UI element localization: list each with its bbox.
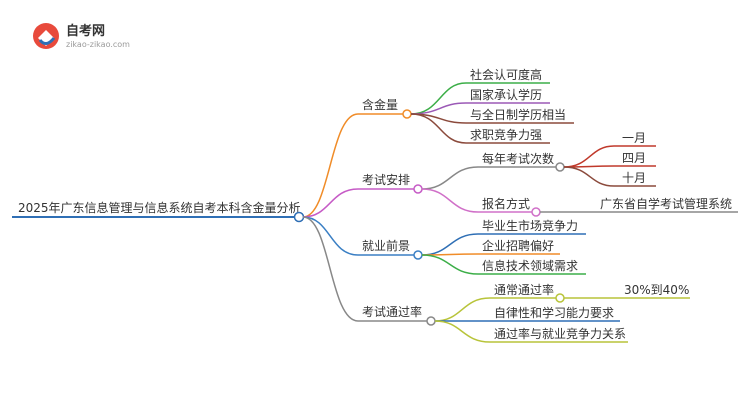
- branch-1: 考试安排 每年考试次数 报名方式 一月 四月 十月 广东省自学考试管理系统: [362, 131, 738, 217]
- branch-1-child-0-grandchild-0: 一月: [622, 131, 646, 145]
- connector-b0-c1: [410, 102, 550, 115]
- root-node-dot[interactable]: [293, 211, 305, 223]
- connector-root-branch-1: [302, 188, 414, 218]
- branch-3-child-0: 通常通过率: [494, 282, 554, 297]
- root-topic: 2025年广东信息管理与信息系统自考本科含金量分析: [18, 200, 301, 215]
- branch-1-child-0: 每年考试次数: [482, 151, 554, 166]
- branch-1-child-0-grandchild-1: 四月: [622, 151, 646, 165]
- connector-b0-c3: [410, 113, 550, 144]
- logo-icon: [33, 23, 59, 49]
- branch-1-child-1-dot[interactable]: [531, 207, 541, 217]
- connector-root-branch-0: [302, 113, 404, 218]
- branch-2-child-2: 信息技术领域需求: [482, 258, 578, 273]
- branch-0-child-1: 国家承认学历: [470, 87, 542, 102]
- branch-1-child-1-grandchild-0: 广东省自学考试管理系统: [600, 196, 732, 211]
- connector-b1-c0: [421, 166, 556, 190]
- connector-b1-c0-g1: [563, 165, 656, 168]
- connector-b1-c0-g2: [563, 166, 656, 187]
- site-logo[interactable]: 自考网 zikao-zikao.com: [33, 23, 130, 49]
- branch-2-child-1: 企业招聘偏好: [482, 238, 554, 253]
- branch-0-child-3: 求职竞争力强: [470, 128, 542, 142]
- logo-title: 自考网: [66, 23, 105, 39]
- branch-1-dot[interactable]: [413, 184, 423, 194]
- branch-0-label: 含金量: [362, 97, 398, 112]
- branch-3-child-0-dot[interactable]: [555, 293, 565, 303]
- branch-2-child-0: 毕业生市场竞争力: [482, 218, 578, 233]
- branch-1-child-0-dot[interactable]: [555, 162, 565, 172]
- branch-3-label: 考试通过率: [362, 304, 422, 319]
- connector-b2-c2: [421, 254, 586, 275]
- branch-3-child-0-grandchild-0: 30%到40%: [624, 283, 689, 297]
- logo-subtitle: zikao-zikao.com: [66, 40, 130, 49]
- connector-b0-c0: [410, 82, 550, 115]
- branch-0-child-2: 与全日制学历相当: [470, 107, 566, 122]
- branch-1-child-0-grandchild-2: 十月: [622, 171, 646, 185]
- branch-1-child-1: 报名方式: [482, 196, 530, 211]
- branch-0-dot[interactable]: [402, 109, 412, 119]
- branch-2-dot[interactable]: [413, 250, 423, 260]
- branch-1-label: 考试安排: [362, 172, 410, 187]
- branch-3: 考试通过率 通常通过率 30%到40% 自律性和学习能力要求 通过率与就业竞争力…: [362, 282, 690, 343]
- branch-0-child-0: 社会认可度高: [470, 67, 542, 82]
- branch-3-child-1: 自律性和学习能力要求: [494, 305, 614, 320]
- branch-2-label: 就业前景: [362, 238, 410, 253]
- connector-root-branch-2: [302, 216, 414, 256]
- connector-b2-c1: [421, 253, 560, 256]
- connector-root-branch-3: [302, 216, 428, 322]
- connector-b3-c0: [434, 297, 556, 322]
- branch-0: 含金量 社会认可度高 国家承认学历 与全日制学历相当 求职竞争力强: [362, 67, 574, 144]
- branch-2: 就业前景 毕业生市场竞争力 企业招聘偏好 信息技术领域需求: [362, 218, 586, 275]
- connector-b3-c2: [434, 320, 628, 343]
- branch-3-dot[interactable]: [426, 316, 436, 326]
- connector-b1-c1: [421, 188, 532, 213]
- branch-3-child-2: 通过率与就业竞争力关系: [494, 326, 626, 341]
